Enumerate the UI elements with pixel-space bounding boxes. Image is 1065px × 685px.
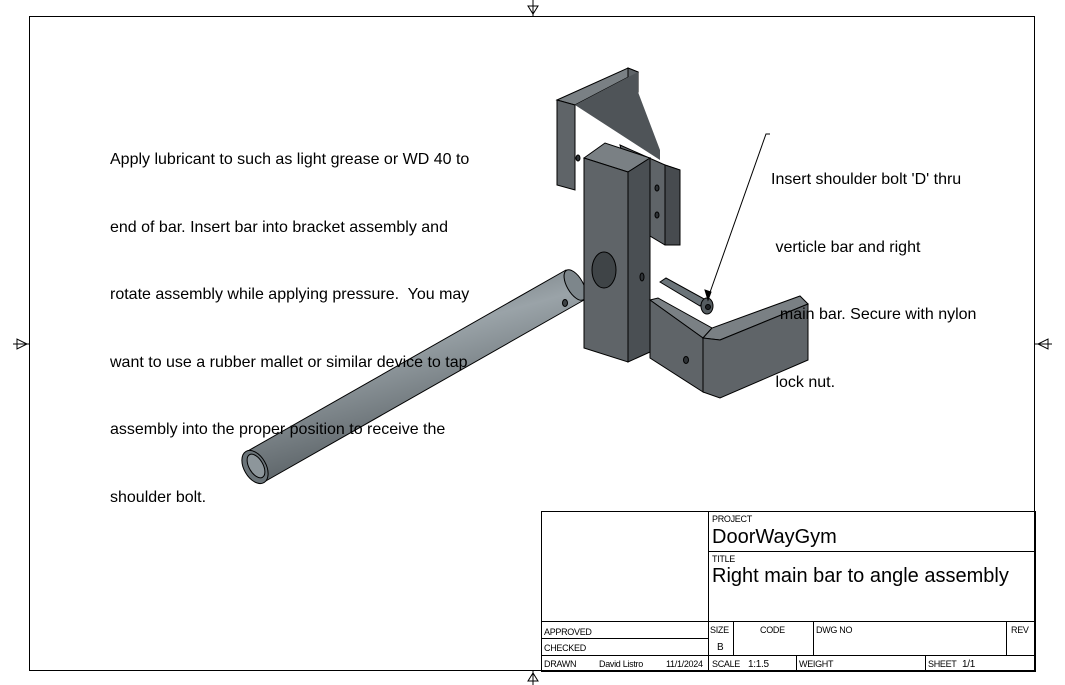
center-mark-top [527,0,539,16]
size-label: SIZE [710,625,729,635]
note-line: rotate assembly while applying pressure.… [110,286,470,303]
drawing-border [29,16,1035,671]
scale-label: SCALE [712,659,741,669]
note-line: verticle bar and right [771,238,921,256]
center-mark-right [1035,338,1052,350]
dwg-no-label: DWG NO [816,625,853,635]
shoulder-bolt [659,277,714,315]
approved-label: APPROVED [544,627,592,637]
note-line: Insert shoulder bolt 'D' thru [771,171,962,188]
upper-angle-bracket [555,67,681,246]
instruction-note: Apply lubricant to such as light grease … [110,104,469,532]
note-line: assembly into the proper position to rec… [110,421,446,438]
title-label: TITLE [712,554,736,564]
leader-arrow [704,133,770,302]
code-label: CODE [760,625,785,635]
sheet-label: SHEET [928,659,957,669]
project-name: DoorWayGym [712,526,837,548]
center-mark-bottom [527,671,539,685]
drawn-date: 11/1/2024 [666,659,703,669]
weight-label: WEIGHT [799,659,834,669]
vertical-bar [582,142,652,363]
title-block: PROJECT DoorWayGym TITLE Right main bar … [541,511,1036,672]
note-line: main bar. Secure with nylon [771,306,977,323]
center-mark-left [13,338,29,350]
project-label: PROJECT [712,514,752,524]
note-line: shoulder bolt. [110,488,207,506]
size-value: B [717,642,724,653]
scale-value: 1:1.5 [748,659,769,670]
note-line: Apply lubricant to such as light grease … [110,151,470,168]
drawing-title: Right main bar to angle assembly [712,565,1009,587]
note-line: want to use a rubber mallet or similar d… [110,353,468,371]
checked-label: CHECKED [544,643,586,653]
drawn-label: DRAWN [544,659,577,669]
note-line: lock nut. [771,373,836,391]
rev-label: REV [1011,625,1029,635]
sheet-value: 1/1 [962,659,976,670]
note-line: end of bar. Insert bar into bracket asse… [110,218,448,236]
lower-angle-bracket [648,295,809,399]
bolt-callout-note: Insert shoulder bolt 'D' thru verticle b… [771,124,976,417]
drawn-by: David Listro [599,659,643,669]
main-bar-tube [241,269,587,485]
